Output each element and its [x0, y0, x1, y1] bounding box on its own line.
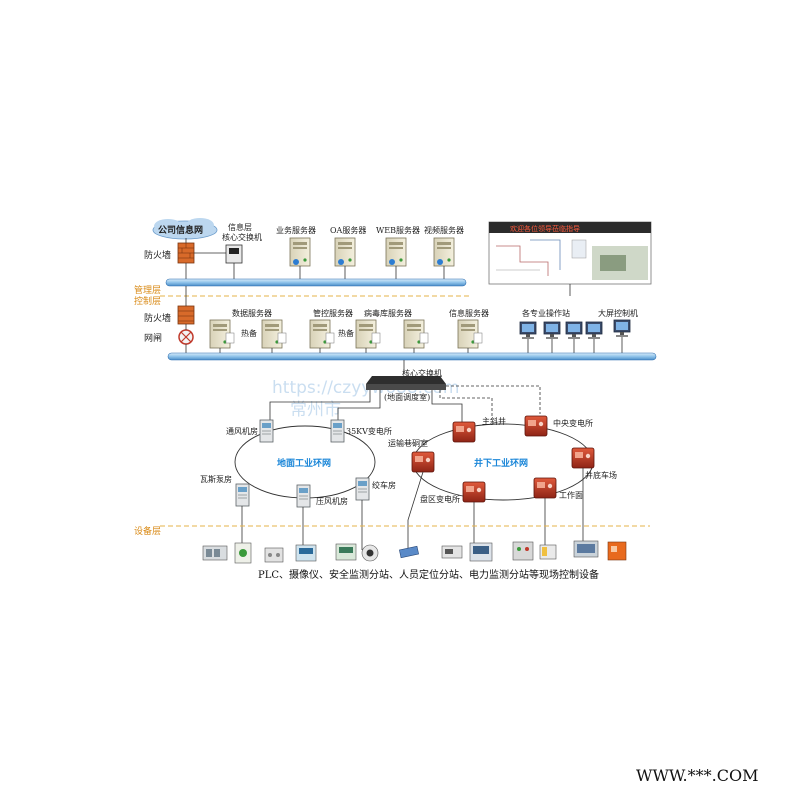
big-screen-label: 大屏控制机 [598, 308, 638, 318]
field-devices-row [202, 540, 627, 564]
workstations-label: 各专业操作站 [522, 308, 570, 318]
ground-node-label-1: 35KV变电所 [346, 426, 392, 436]
mid-connectors [219, 348, 469, 353]
ug-node-label-3: 井底车场 [585, 470, 617, 480]
server-top-label-0: 业务服务器 [276, 225, 316, 235]
control-panel-icon [335, 543, 357, 561]
camera-icon [361, 544, 379, 562]
ug-node-working-face-icon [533, 477, 557, 499]
server-mid-label-0: 数据服务器 [232, 308, 272, 318]
sensor-station-icon [441, 545, 463, 559]
ug-node-label-1: 中央变电所 [553, 418, 593, 428]
ug-node-main-incline-icon [452, 421, 476, 443]
workstation-4-icon [585, 321, 603, 340]
brand-watermark: WWW.***.COM [636, 766, 758, 785]
server-data-icon [209, 319, 235, 349]
ug-node-central-substation-icon [524, 415, 548, 437]
server-mid-label-2: 病毒库服务器 [364, 308, 412, 318]
hot-standby-label-1: 热备 [241, 328, 257, 338]
cloud-label: 公司信息网 [158, 224, 203, 236]
dual-sensor-icon [539, 544, 557, 560]
server-control-icon [309, 319, 335, 349]
orange-switch-box-icon [607, 541, 627, 561]
server-virus-db-icon [403, 319, 429, 349]
info-switch-label-2: 核心交换机 [222, 232, 262, 242]
workstation-2-icon [543, 321, 561, 340]
ug-node-label-0: 主斜井 [482, 416, 506, 426]
cloud-info-network: 公司信息网 [152, 218, 218, 240]
ground-node-gas-pump-icon [235, 483, 250, 507]
ground-node-label-0: 通风机房 [226, 426, 258, 436]
info-layer-bus [165, 278, 467, 287]
layer-device-label: 设备层 [134, 525, 161, 537]
ug-node-label-5: 工作面 [559, 490, 583, 500]
server-oa-icon [334, 237, 356, 267]
server-web-icon [385, 237, 407, 267]
monitor-substation-icon [234, 542, 252, 564]
big-screen-controller-icon [613, 319, 631, 338]
ground-node-label-2: 瓦斯泵房 [200, 474, 232, 484]
layer-control-label: 控制层 [134, 295, 161, 307]
core-switch-sublabel: (地面调度室) [384, 392, 430, 402]
ground-node-compressor-icon [296, 484, 311, 508]
ring-underground-label: 井下工业环网 [474, 457, 528, 469]
power-monitor-icon [295, 544, 317, 562]
ground-node-35kv-icon [330, 419, 345, 443]
ug-node-label-2: 运输巷硐室 [388, 438, 428, 448]
server-control-standby-icon [355, 319, 381, 349]
info-switch-label-1: 信息层 [228, 222, 252, 232]
core-to-ring-links [269, 385, 541, 422]
server-video-icon [433, 237, 455, 267]
server-top-label-3: 视频服务器 [424, 225, 464, 235]
gateway-icon [178, 329, 194, 345]
control-layer-bus [167, 352, 657, 361]
ug-node-transport-chamber-icon [411, 451, 435, 473]
explosion-proof-box-icon [512, 541, 534, 561]
server-mid-label-1: 管控服务器 [313, 308, 353, 318]
firewall-top-icon [177, 242, 195, 264]
footer-caption: PLC、摄像仪、安全监测分站、人员定位分站、电力监测分站等现场控制设备 [258, 568, 599, 581]
ring-ground-label: 地面工业环网 [277, 457, 331, 469]
hot-standby-label-2: 热备 [338, 328, 354, 338]
gateway-label: 网闸 [144, 333, 162, 344]
big-display-screen: 欢迎各位领导莅临指导 [488, 221, 652, 285]
layer-management-label: 管理层 [134, 284, 161, 296]
core-switch-label: 核心交换机 [402, 368, 442, 378]
workstation-3-icon [565, 321, 583, 340]
junction-box-icon [264, 547, 284, 563]
ground-node-label-4: 压风机房 [316, 496, 348, 506]
top-connectors [185, 238, 445, 279]
server-top-label-2: WEB服务器 [376, 225, 420, 235]
firewall-top-label: 防火墙 [144, 249, 171, 261]
server-data-standby-icon [261, 319, 287, 349]
ground-node-label-3: 绞车房 [372, 480, 396, 490]
device-drop-lines [241, 468, 584, 550]
server-mid-label-3: 信息服务器 [449, 308, 489, 318]
ug-node-label-4: 盘区变电所 [420, 494, 460, 504]
ground-node-ventilation-icon [259, 419, 274, 443]
watermark-cn: 常州市 [290, 400, 341, 420]
ground-node-winch-icon [355, 477, 370, 501]
terminal-icon [469, 542, 493, 562]
server-business-icon [289, 237, 311, 267]
firewall-mid-icon [177, 305, 195, 325]
server-info-icon [457, 319, 483, 349]
plc-device-icon [202, 545, 228, 561]
workstation-1-icon [519, 321, 537, 340]
screen-banner: 欢迎各位领导莅临指导 [510, 224, 580, 233]
ug-node-shaft-bottom-icon [571, 447, 595, 469]
server-top-label-1: OA服务器 [330, 225, 366, 235]
core-switch-icon [366, 376, 446, 390]
locator-card-icon [399, 545, 419, 559]
info-switch-icon [225, 244, 243, 264]
display-terminal-icon [573, 540, 599, 558]
firewall-mid-label: 防火墙 [144, 312, 171, 324]
ug-node-panel-substation-icon [462, 481, 486, 503]
